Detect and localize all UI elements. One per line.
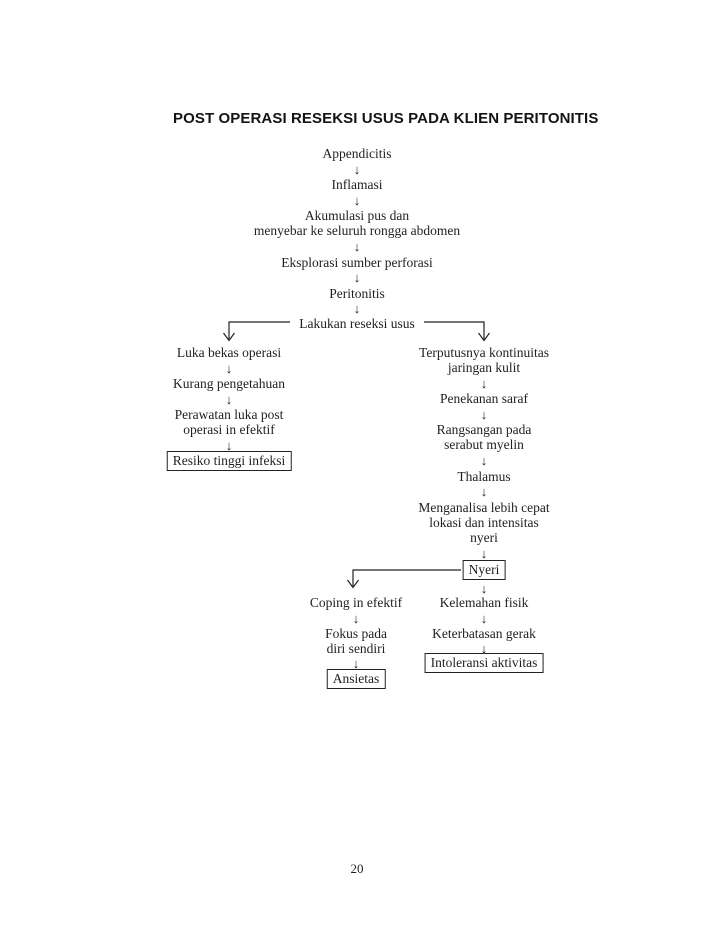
- node-peritonitis: Peritonitis: [329, 286, 385, 301]
- diagnosis-box-intoleransi-aktivitas: Intoleransi aktivitas: [424, 653, 544, 673]
- down-arrow-icon: ↓: [353, 270, 361, 285]
- page-title: POST OPERASI RESEKSI USUS PADA KLIEN PER…: [173, 110, 599, 127]
- node-appendicitis: Appendicitis: [322, 146, 392, 161]
- node-perawatan-luka-line2: operasi in efektif: [183, 422, 275, 437]
- node-menganalisa-line3: nyeri: [470, 530, 498, 545]
- node-luka-bekas-operasi: Luka bekas operasi: [176, 345, 282, 360]
- down-arrow-icon: ↓: [225, 361, 233, 376]
- connector-lakukan-to-right-branch: [424, 321, 490, 342]
- down-arrow-icon: ↓: [352, 611, 360, 626]
- down-arrow-icon: ↓: [480, 376, 488, 391]
- connector-nyeri-to-coping-branch: [347, 569, 461, 589]
- node-fokus-line1: Fokus pada: [325, 626, 387, 641]
- node-menganalisa-line1: Menganalisa lebih cepat: [418, 500, 550, 515]
- down-arrow-icon: ↓: [225, 438, 233, 453]
- node-coping-in-efektif: Coping in efektif: [309, 595, 403, 610]
- page-number: 20: [350, 861, 364, 876]
- node-perawatan-luka-line1: Perawatan luka post: [174, 407, 284, 422]
- down-arrow-icon: ↓: [480, 407, 488, 422]
- node-rangsangan-line2: serabut myelin: [444, 437, 524, 452]
- down-arrow-icon: ↓: [353, 239, 361, 254]
- down-arrow-icon: ↓: [353, 301, 361, 316]
- down-arrow-icon: ↓: [352, 656, 360, 671]
- node-penekanan-saraf: Penekanan saraf: [439, 391, 529, 406]
- node-thalamus: Thalamus: [457, 469, 511, 484]
- down-arrow-icon: ↓: [480, 641, 488, 656]
- down-arrow-icon: ↓: [480, 611, 488, 626]
- node-menganalisa-line2: lokasi dan intensitas: [429, 515, 539, 530]
- down-arrow-icon: ↓: [353, 193, 361, 208]
- diagnosis-box-ansietas: Ansietas: [326, 669, 386, 689]
- down-arrow-icon: ↓: [480, 581, 488, 596]
- down-arrow-icon: ↓: [225, 392, 233, 407]
- down-arrow-icon: ↓: [480, 546, 488, 561]
- down-arrow-icon: ↓: [353, 162, 361, 177]
- node-eksplorasi: Eksplorasi sumber perforasi: [281, 255, 433, 270]
- connector-lakukan-to-left-branch: [223, 321, 290, 342]
- node-kurang-pengetahuan: Kurang pengetahuan: [172, 376, 286, 391]
- diagnosis-box-resiko-tinggi-infeksi: Resiko tinggi infeksi: [166, 451, 292, 471]
- node-lakukan-reseksi: Lakukan reseksi usus: [299, 316, 415, 331]
- diagnosis-box-nyeri: Nyeri: [462, 560, 506, 580]
- node-kelemahan-fisik: Kelemahan fisik: [439, 595, 529, 610]
- node-inflamasi: Inflamasi: [331, 177, 383, 192]
- down-arrow-icon: ↓: [480, 453, 488, 468]
- node-akumulasi-pus-line1: Akumulasi pus dan: [304, 208, 410, 223]
- node-terputusnya-line2: jaringan kulit: [447, 360, 521, 375]
- node-akumulasi-pus-line2: menyebar ke seluruh rongga abdomen: [253, 223, 461, 238]
- node-keterbatasan-gerak: Keterbatasan gerak: [432, 626, 536, 641]
- down-arrow-icon: ↓: [480, 484, 488, 499]
- node-fokus-line2: diri sendiri: [326, 641, 386, 656]
- node-rangsangan-line1: Rangsangan pada: [436, 422, 532, 437]
- node-terputusnya-line1: Terputusnya kontinuitas: [419, 345, 549, 360]
